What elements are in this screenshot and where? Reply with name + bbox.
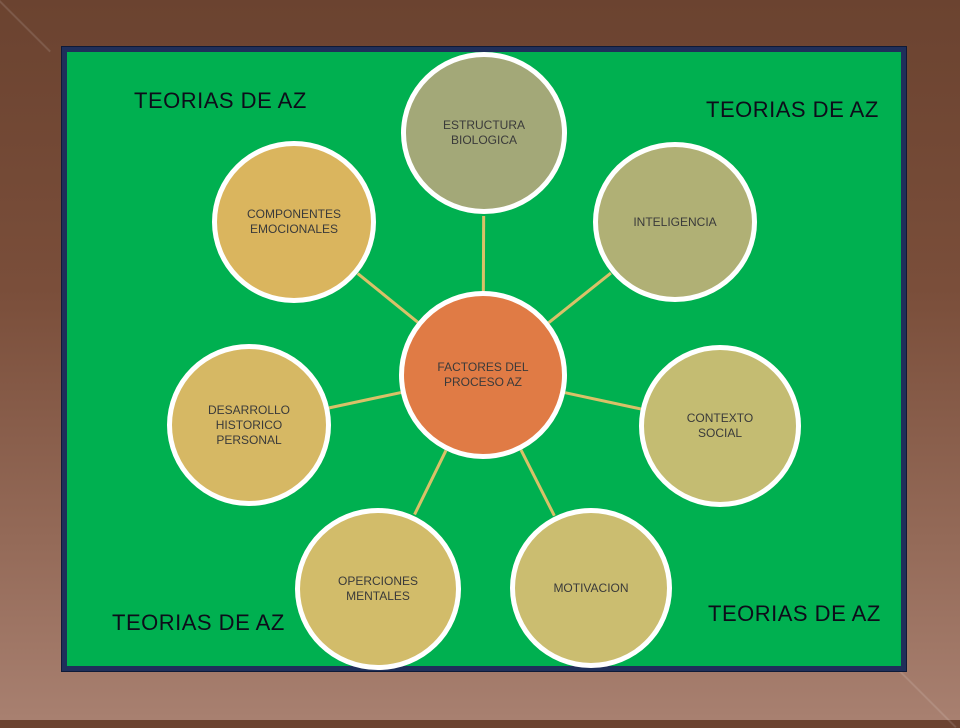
center-node-label: FACTORES DEL PROCESO AZ [404, 360, 562, 390]
node-label: ESTRUCTURA BIOLOGICA [406, 118, 562, 148]
node-label: MOTIVACION [531, 581, 650, 596]
connector-line [358, 274, 418, 323]
node-motivacion: MOTIVACION [510, 508, 672, 668]
connector-line [329, 393, 401, 408]
node-desarrollo-historico-personal: DESARROLLO HISTORICO PERSONAL [167, 344, 331, 506]
node-label: CONTEXTO SOCIAL [644, 411, 796, 441]
connector-line [415, 450, 446, 514]
node-label: OPERCIONES MENTALES [300, 574, 456, 604]
node-label: DESARROLLO HISTORICO PERSONAL [172, 403, 326, 448]
node-estructura-biologica: ESTRUCTURA BIOLOGICA [401, 52, 567, 214]
corner-label-bottom-left: TEORIAS DE AZ [112, 610, 285, 636]
center-node: FACTORES DEL PROCESO AZ [399, 291, 567, 459]
node-label: COMPONENTES EMOCIONALES [217, 207, 371, 237]
node-operciones-mentales: OPERCIONES MENTALES [295, 508, 461, 670]
connector-line [521, 450, 554, 516]
node-inteligencia: INTELIGENCIA [593, 142, 757, 302]
connector-line [549, 273, 611, 323]
node-componentes-emocionales: COMPONENTES EMOCIONALES [212, 141, 376, 303]
node-contexto-social: CONTEXTO SOCIAL [639, 345, 801, 507]
corner-label-top-left: TEORIAS DE AZ [134, 88, 307, 114]
node-label: INTELIGENCIA [611, 215, 738, 230]
corner-label-bottom-right: TEORIAS DE AZ [708, 601, 881, 627]
connector-line [565, 393, 641, 409]
corner-label-top-right: TEORIAS DE AZ [706, 97, 879, 123]
